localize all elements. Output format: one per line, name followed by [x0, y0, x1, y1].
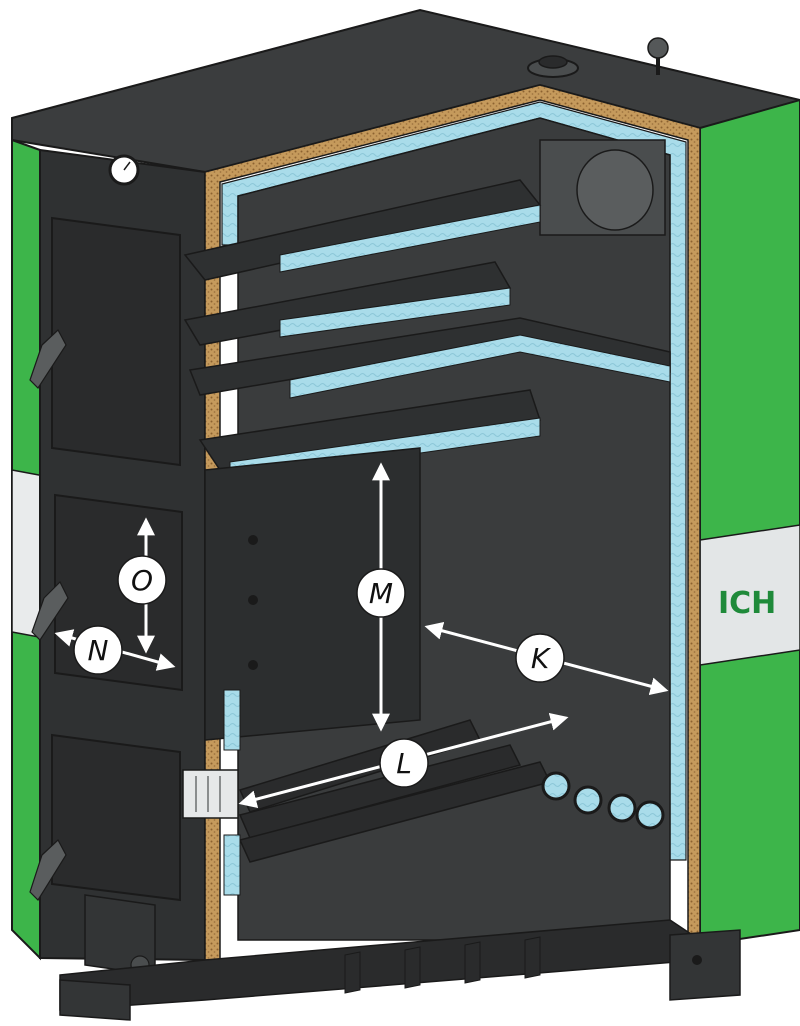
safety-valve-knob	[647, 37, 669, 59]
foot-left	[59, 979, 131, 1021]
dimension-l-label: L	[396, 747, 412, 780]
lower-door-handle	[29, 839, 67, 901]
baffle-2	[183, 261, 512, 346]
pipe-end-2	[573, 785, 603, 815]
grate-insert	[182, 769, 239, 819]
baffle-3	[188, 317, 671, 399]
dimension-o-label: O	[131, 564, 153, 597]
boiler-base	[59, 919, 741, 1021]
top-fittings	[527, 37, 669, 78]
dimension-m-label: M	[369, 577, 393, 610]
upper-door-handle	[29, 329, 67, 389]
front-wool-block-1	[223, 689, 241, 751]
flue-collar	[576, 149, 654, 231]
foot-right	[669, 929, 741, 1001]
dimension-annotations: K L M O N	[54, 462, 669, 809]
right-green-panel	[699, 98, 800, 947]
dimension-n-badge	[73, 625, 123, 675]
dimension-m-badge	[356, 568, 406, 618]
dimension-n-label: N	[88, 634, 109, 667]
lower-door	[29, 733, 181, 902]
front-wool-block-2	[223, 834, 241, 896]
dimension-o-badge	[117, 555, 167, 605]
pipe-end-3	[607, 793, 637, 823]
brand-plate-text: ICH	[718, 586, 776, 621]
upper-door	[29, 216, 181, 467]
dimension-l-badge	[379, 738, 429, 788]
middle-door-handle	[31, 580, 69, 641]
baffle-1	[183, 179, 542, 281]
baffle-plates	[183, 179, 671, 481]
base-fins	[344, 936, 541, 994]
pipe-end-4	[635, 800, 665, 830]
dimension-k-badge	[515, 633, 565, 683]
pipe-end-1	[541, 771, 571, 801]
dimension-k-label: K	[531, 642, 552, 675]
